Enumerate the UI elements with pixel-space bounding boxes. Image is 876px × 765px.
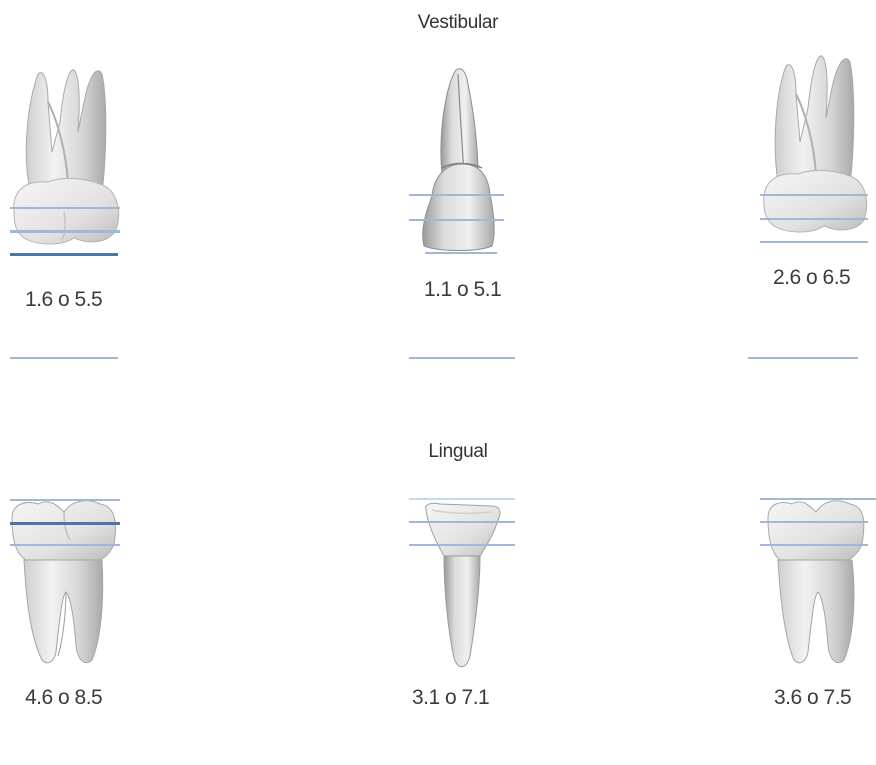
reference-line: [409, 219, 504, 221]
tooth-label: 1.6 o 5.5: [25, 288, 102, 312]
answer-line[interactable]: [409, 357, 515, 359]
tooth-label: 3.6 o 7.5: [774, 686, 851, 710]
reference-line: [10, 499, 120, 501]
reference-line: [409, 194, 504, 196]
section-title-lingual: Lingual: [428, 441, 487, 463]
reference-line: [409, 498, 515, 500]
tooth-label: 3.1 o 7.1: [412, 686, 489, 710]
answer-line[interactable]: [748, 357, 858, 359]
reference-line: [760, 498, 876, 500]
upper-molar-icon: [8, 62, 120, 252]
reference-line: [409, 544, 515, 546]
section-title-vestibular: Vestibular: [418, 12, 498, 34]
tooth-label: 1.1 o 5.1: [424, 278, 501, 302]
reference-line: [10, 207, 120, 209]
reference-line: [10, 522, 120, 525]
reference-line: [760, 194, 868, 196]
reference-line: [10, 544, 120, 546]
reference-line: [10, 230, 120, 233]
reference-line: [409, 521, 515, 523]
reference-line: [425, 252, 497, 254]
tooth-label: 4.6 o 8.5: [25, 686, 102, 710]
lower-incisor-icon: [420, 500, 504, 672]
reference-line: [10, 253, 118, 256]
answer-line[interactable]: [10, 357, 118, 359]
reference-line: [760, 218, 868, 220]
upper-molar-icon: [760, 52, 868, 242]
reference-line: [760, 241, 868, 243]
reference-line: [760, 544, 868, 546]
tooth-label: 2.6 o 6.5: [773, 266, 850, 290]
reference-line: [760, 521, 868, 523]
upper-incisor-icon: [412, 64, 502, 256]
